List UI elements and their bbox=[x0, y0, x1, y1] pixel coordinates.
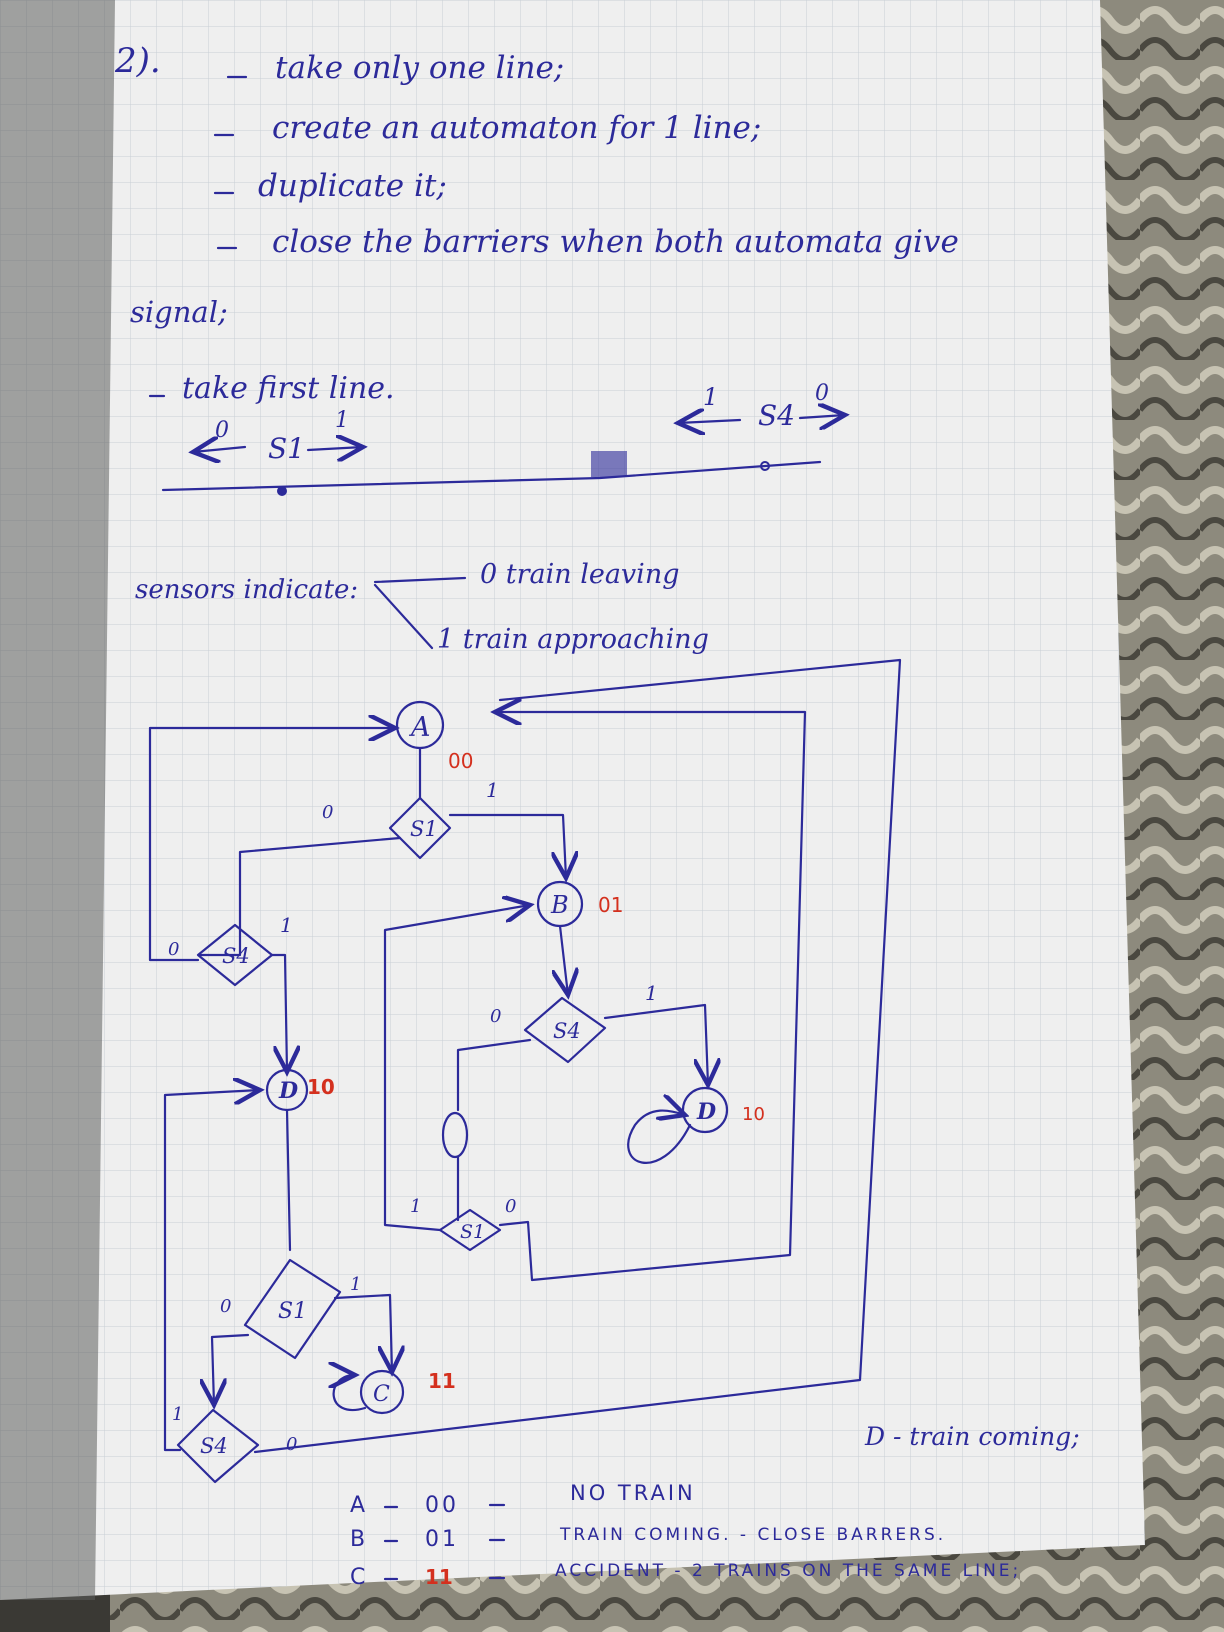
self-loop-d2 bbox=[627, 1111, 692, 1164]
legend-b-code: 01 bbox=[425, 1527, 459, 1552]
s4-right-value: 0 bbox=[815, 381, 829, 406]
sensors-note: sensors indicate: 0 train leaving 1 trai… bbox=[135, 559, 709, 655]
note-step4a: close the barriers when both automata gi… bbox=[272, 224, 959, 260]
d-note: D - train coming; bbox=[864, 1422, 1080, 1451]
cond-s1-top bbox=[388, 796, 452, 860]
legend: A 00 NO TRAIN B 01 TRAIN COMING. - CLOSE… bbox=[350, 1481, 1021, 1590]
notebook-page bbox=[0, 0, 1145, 1600]
cond-s1-low-label: S1 bbox=[278, 1299, 307, 1324]
sensor-option-0: 0 train leaving bbox=[480, 559, 680, 590]
note-step2: create an automaton for 1 line; bbox=[272, 110, 761, 146]
cond-s4-low bbox=[176, 1408, 260, 1484]
s1-sensor-label: S1 bbox=[268, 432, 305, 465]
cond-s1-low bbox=[243, 1258, 342, 1360]
legend-a-state: A bbox=[350, 1493, 368, 1518]
edge-label-0d: 0 bbox=[505, 1196, 516, 1217]
edge-label-1a: 1 bbox=[486, 778, 499, 802]
state-c-label: C bbox=[373, 1382, 390, 1407]
legend-b-state: B bbox=[350, 1527, 368, 1552]
state-d2-label: D bbox=[696, 1099, 716, 1125]
legend-c-meaning: ACCIDENT - 2 TRAINS ON THE SAME LINE; bbox=[555, 1561, 1021, 1581]
track-line bbox=[161, 460, 822, 492]
state-a-code: 00 bbox=[448, 749, 473, 773]
edge-label-0a: 0 bbox=[322, 802, 333, 823]
note-step3: duplicate it; bbox=[258, 168, 447, 204]
section-number: 2). bbox=[114, 41, 161, 81]
cond-s1-top-label: S1 bbox=[410, 817, 438, 841]
s4-left-value: 1 bbox=[703, 383, 718, 411]
state-mid-node bbox=[441, 1111, 469, 1159]
legend-a-meaning: NO TRAIN bbox=[570, 1481, 696, 1505]
edge-label-1d: 1 bbox=[410, 1196, 421, 1217]
state-a-label: A bbox=[408, 712, 431, 743]
state-b-code: 01 bbox=[598, 893, 623, 917]
edge-label-0f: 0 bbox=[286, 1434, 297, 1455]
cond-s1-mid bbox=[438, 1208, 502, 1252]
legend-b-meaning: TRAIN COMING. - CLOSE BARRERS. bbox=[559, 1525, 946, 1545]
legend-c-state: C bbox=[350, 1565, 368, 1590]
state-d2-code: 10 bbox=[742, 1104, 765, 1125]
track-sketch: 0 1 S1 1 0 S4 bbox=[161, 381, 845, 496]
s1-left-value: 0 bbox=[215, 418, 229, 443]
legend-c-code: 11 bbox=[425, 1565, 453, 1589]
s1-right-value: 1 bbox=[335, 408, 349, 433]
legend-a-code: 00 bbox=[425, 1493, 459, 1518]
notes-block: 2). take only one line; create an automa… bbox=[114, 41, 959, 406]
note-step4b: signal; bbox=[130, 295, 228, 329]
edge-label-0b: 0 bbox=[168, 939, 179, 960]
cond-s4-left-label: S4 bbox=[222, 944, 250, 968]
state-c-code: 11 bbox=[428, 1369, 456, 1393]
state-d-label: D bbox=[278, 1078, 298, 1104]
edge-label-1b: 1 bbox=[280, 913, 293, 937]
sensor-s4-dot bbox=[760, 461, 770, 471]
edge-label-0c: 0 bbox=[490, 1006, 501, 1027]
s4-sensor-label: S4 bbox=[758, 399, 795, 432]
state-c-node bbox=[359, 1369, 405, 1415]
sensor-s1-dot bbox=[277, 486, 287, 496]
edge-label-1f: 1 bbox=[172, 1404, 183, 1425]
sensors-label: sensors indicate: bbox=[135, 575, 358, 605]
cond-s4-mid-label: S4 bbox=[553, 1019, 581, 1043]
state-b-label: B bbox=[550, 891, 569, 919]
note-step5: take first line. bbox=[182, 371, 395, 406]
crossing-box bbox=[591, 451, 627, 477]
edge-label-1c: 1 bbox=[645, 981, 658, 1005]
automaton-diagram: A 00 S1 1 0 B 01 S4 0 1 D 10 S4 1 0 bbox=[148, 658, 1080, 1484]
edge-label-0e: 0 bbox=[220, 1296, 231, 1317]
cond-s4-low-label: S4 bbox=[200, 1434, 228, 1458]
state-d-code: 10 bbox=[307, 1075, 335, 1099]
edge-label-1e: 1 bbox=[350, 1274, 361, 1295]
cond-s4-mid bbox=[523, 996, 607, 1064]
sensor-option-1: 1 train approaching bbox=[437, 624, 709, 655]
cond-s1-mid-label: S1 bbox=[460, 1221, 485, 1243]
note-step1: take only one line; bbox=[275, 50, 564, 86]
self-loop-c bbox=[334, 1375, 367, 1412]
